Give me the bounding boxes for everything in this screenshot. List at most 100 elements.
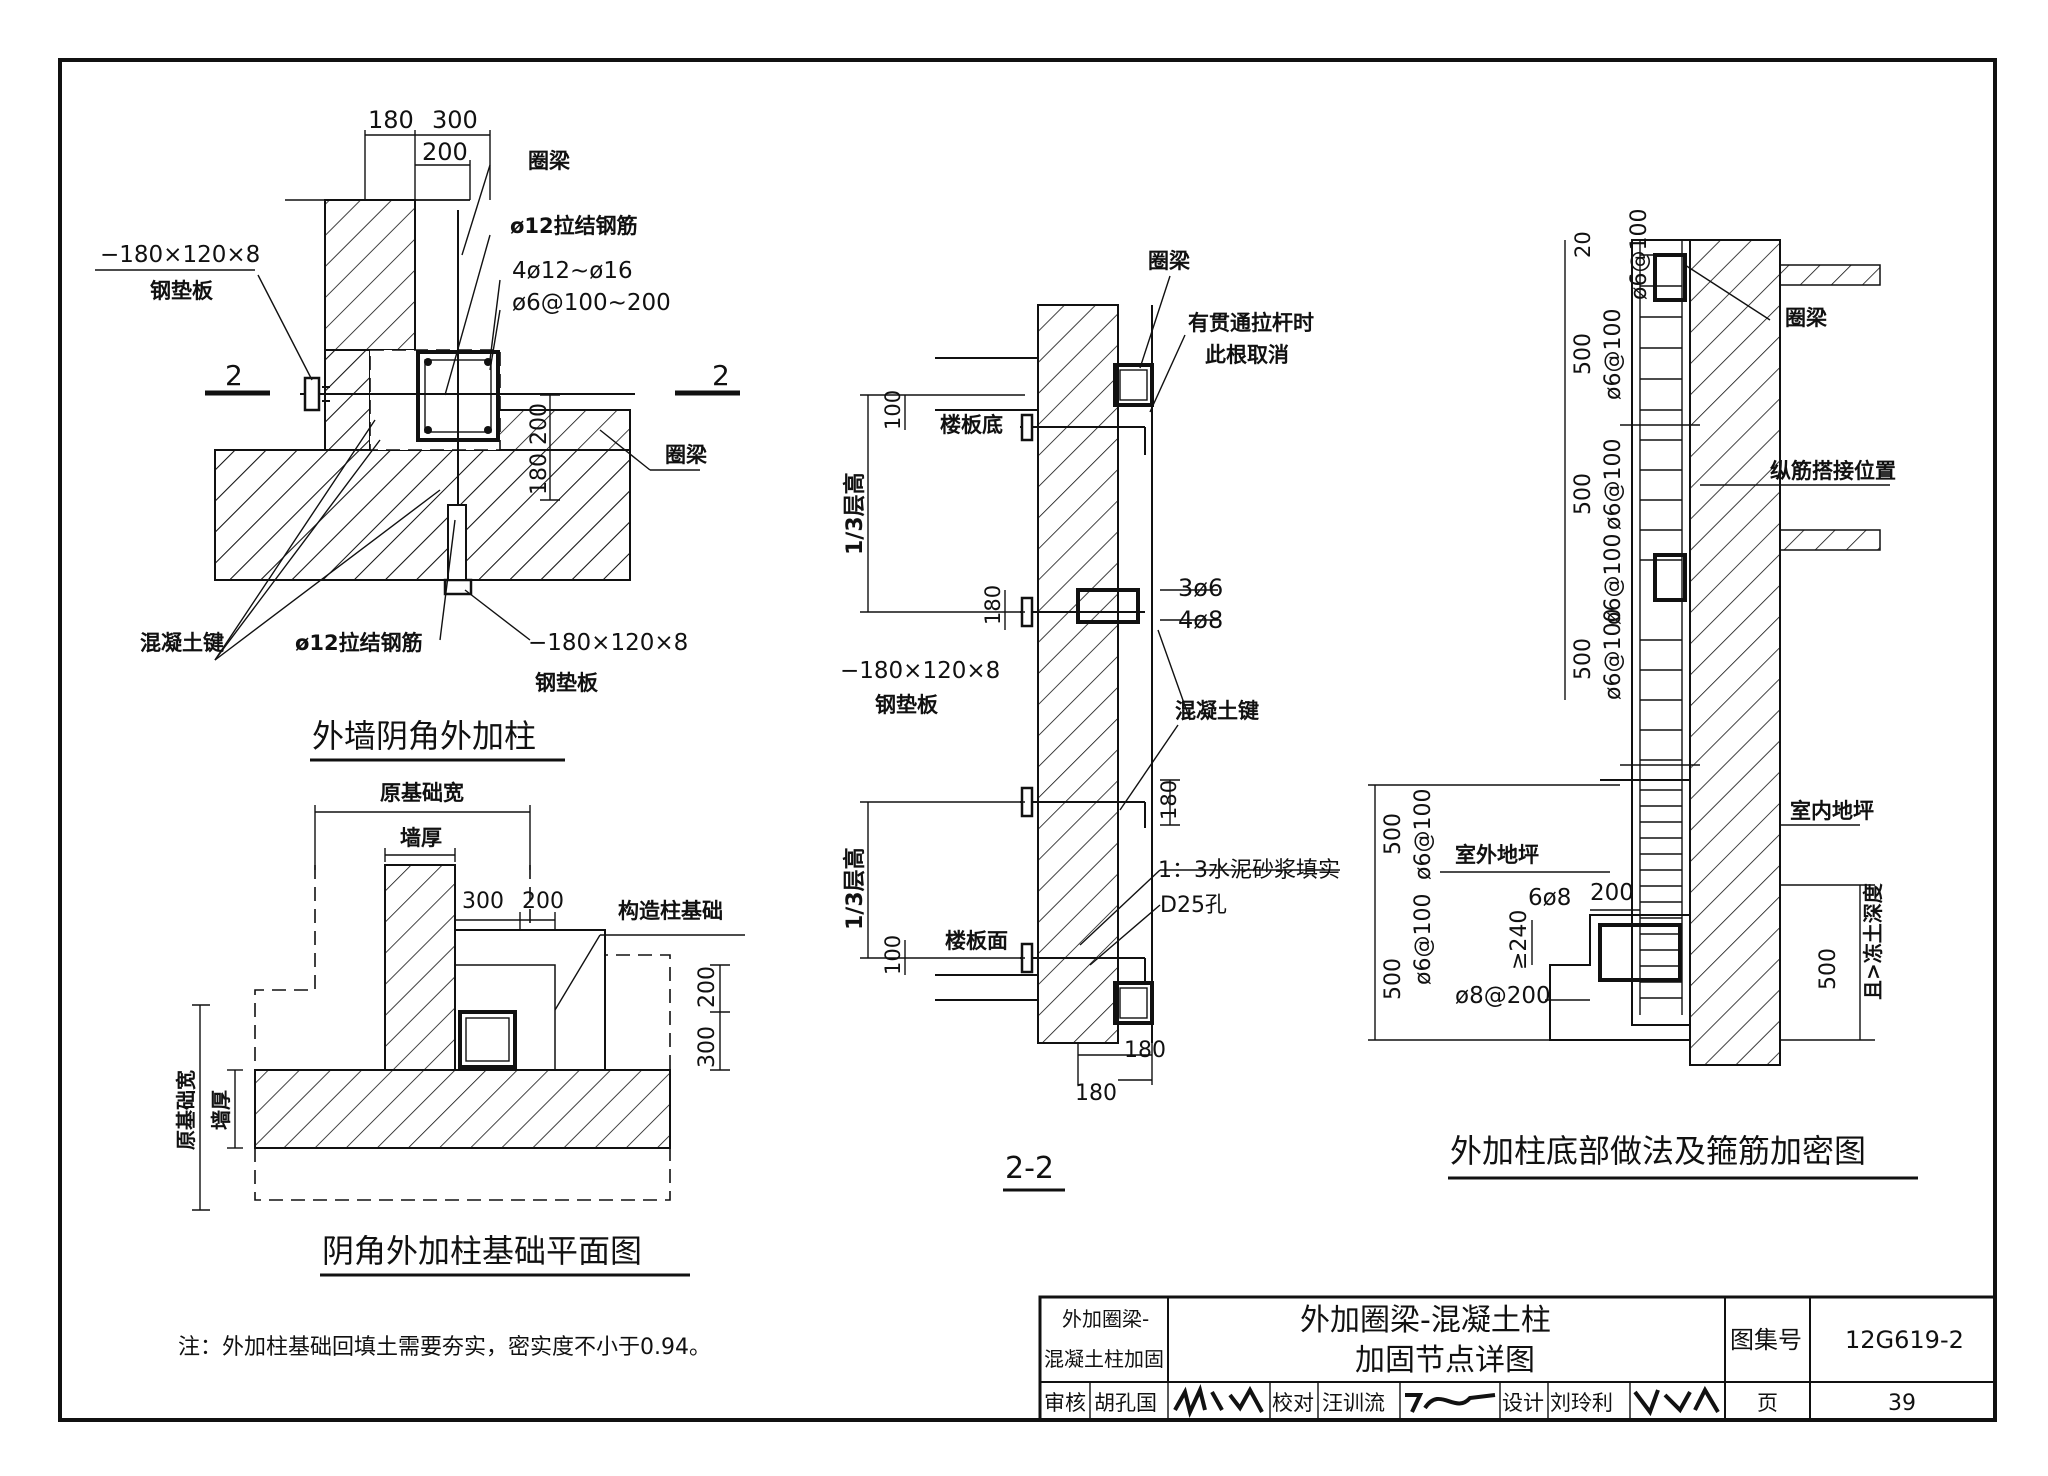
label-stirrup: ø6@100~200 — [512, 290, 671, 316]
label-orig-width-v: 原基础宽 — [174, 1070, 198, 1150]
label-frost: 且>冻土深度 — [1861, 882, 1885, 1000]
foundation-wall-horizontal — [254, 1069, 671, 1149]
review-signature — [1173, 1383, 1264, 1419]
dim-500-5: 500 — [1381, 958, 1406, 1000]
sheet-border — [58, 58, 1997, 1422]
label-ring-beam-right: 圈梁 — [665, 443, 708, 467]
dim-v180: 180 — [527, 453, 552, 495]
dim-300: 300 — [432, 106, 478, 134]
label-concrete-key: 混凝土键 — [140, 631, 224, 655]
dim-500-2: 500 — [1571, 473, 1596, 515]
ring-beam-top — [1113, 363, 1154, 407]
label-indoor: 室内地坪 — [1790, 799, 1874, 823]
label-note1: 有贯通拉杆时 — [1188, 311, 1314, 335]
label-plate: −180×120×8 — [840, 658, 1000, 684]
label-plate-bottom: −180×120×8 — [528, 630, 688, 656]
label-ring-beam-top: 圈梁 — [528, 149, 571, 173]
review-label: 审核 — [1044, 1391, 1086, 1415]
dim-v200: 200 — [695, 966, 720, 1008]
atlas-no: 12G619-2 — [1845, 1326, 1964, 1354]
label-tie-bar-bottom: ø12拉结钢筋 — [295, 631, 423, 655]
label-plate-left: −180×120×8 — [100, 242, 260, 268]
dim-v200: 200 — [527, 403, 552, 445]
dim-500-4: 500 — [1381, 813, 1406, 855]
dim-200-d: 200 — [1590, 880, 1634, 906]
dim-180: 180 — [368, 106, 414, 134]
category-line2: 混凝土柱加固 — [1044, 1347, 1164, 1371]
stirrup-dense-1: ø6@100 — [1601, 309, 1626, 400]
dim-100-top: 100 — [881, 390, 905, 430]
stirrup-dense-7: ø6@100 — [1411, 894, 1436, 985]
sheet-title-line2: 加固节点详图 — [1355, 1343, 1535, 1378]
title-block-text: 外加圈梁- 混凝土柱加固 外加圈梁-混凝土柱 加固节点详图 图集号 12G619… — [1044, 1303, 1964, 1419]
steel-plate-left — [303, 376, 321, 412]
view-d-title: 外加柱底部做法及箍筋加密图 — [1450, 1132, 1866, 1170]
view-a-title: 外墙阴角外加柱 — [312, 717, 536, 755]
dense-stirrups — [1640, 254, 1682, 999]
check-signature — [1405, 1393, 1496, 1413]
label-phi8-200: ø8@200 — [1455, 983, 1551, 1009]
label-4phi8: 4ø8 — [1178, 606, 1223, 634]
dim-100-bottom: 100 — [881, 935, 905, 975]
label-plate-bottom-name: 钢垫板 — [535, 671, 599, 695]
view-d-labels: 20 500 ø6@100 ø6@100 500 ø6@100 ø6@100 5… — [1381, 209, 1918, 1180]
label-ring-beam-d: 圈梁 — [1785, 306, 1828, 330]
label-tie-bar: ø12拉结钢筋 — [510, 214, 638, 238]
label-orig-width: 原基础宽 — [380, 781, 464, 805]
column-outline-dashed — [370, 350, 500, 450]
dim-500-1: 500 — [1571, 333, 1596, 375]
dim-200: 200 — [422, 138, 468, 166]
label-outdoor: 室外地坪 — [1455, 843, 1539, 867]
label-lap: 纵筋搭接位置 — [1770, 459, 1896, 483]
label-plate-name: 钢垫板 — [875, 693, 939, 717]
view-b-foundation-plan — [192, 805, 745, 1211]
dim-200: 200 — [522, 889, 564, 914]
view-a-corner-column — [95, 130, 740, 661]
sheet-title-line1: 外加圈梁-混凝土柱 — [1300, 1303, 1551, 1338]
label-plate-left-name: 钢垫板 — [150, 279, 214, 303]
section-mark-left: 2 — [225, 359, 243, 392]
title-block — [1038, 1295, 1997, 1422]
ring-beam-bottom — [1113, 981, 1154, 1025]
stirrup-dense-2: ø6@100 — [1627, 209, 1652, 300]
dim-180-a: 180 — [1124, 1038, 1166, 1063]
view-b-labels: 原基础宽 墙厚 300 200 构造柱基础 200 300 原基础宽 墙厚 阴角… — [174, 781, 723, 1277]
label-floor-top: 楼板面 — [945, 929, 1008, 953]
wall-section-2-2 — [1037, 304, 1119, 1044]
design-name: 刘玲利 — [1550, 1391, 1613, 1415]
check-name: 汪训流 — [1322, 1391, 1385, 1415]
stirrup-dense-5: ø6@100 — [1601, 609, 1626, 700]
dim-500-right: 500 — [1816, 948, 1841, 990]
view-c-title: 2-2 — [1005, 1151, 1054, 1186]
label-long-bars: 4ø12~ø16 — [512, 258, 633, 284]
dim-180: 180 — [981, 585, 1005, 625]
dim-third-bottom: 1/3层高 — [842, 847, 868, 930]
label-ring-beam: 圈梁 — [1148, 249, 1191, 273]
section-mark-right: 2 — [712, 359, 730, 392]
page-label: 页 — [1757, 1391, 1778, 1415]
view-c-section-2-2 — [860, 275, 1340, 1085]
dim-v180: 180 — [1157, 780, 1181, 820]
label-concrete-key: 混凝土键 — [1175, 699, 1259, 723]
dim-180-b: 180 — [1075, 1081, 1117, 1106]
view-c-labels: 圈梁 有贯通拉杆时 此根取消 100 楼板底 1/3层高 180 3ø6 4ø8… — [840, 249, 1340, 1192]
view-a-labels: 180 300 200 圈梁 ø12拉结钢筋 4ø12~ø16 ø6@100~2… — [100, 106, 730, 762]
label-note2: 此根取消 — [1205, 343, 1289, 367]
check-label: 校对 — [1272, 1391, 1314, 1415]
stirrup-dense-6: ø6@100 — [1411, 789, 1436, 880]
stirrup-dense-3: ø6@100 — [1601, 439, 1626, 530]
label-floor-bottom: 楼板底 — [940, 413, 1003, 437]
dim-third-top: 1/3层高 — [842, 472, 868, 555]
view-b-title: 阴角外加柱基础平面图 — [322, 1232, 642, 1270]
label-3phi6: 3ø6 — [1178, 574, 1223, 602]
foundation-wall-vertical — [384, 864, 456, 1071]
column-in-foundation — [458, 1010, 517, 1069]
column-elevation — [1631, 239, 1691, 1026]
category-line1: 外加圈梁- — [1062, 1307, 1149, 1331]
label-wall-thk-v: 墙厚 — [209, 1090, 233, 1130]
atlas-label: 图集号 — [1730, 1326, 1802, 1354]
label-6phi8: 6ø8 — [1528, 885, 1571, 911]
stirrup-dense-4: ø6@100 — [1601, 534, 1626, 625]
dim-v300: 300 — [695, 1026, 720, 1068]
